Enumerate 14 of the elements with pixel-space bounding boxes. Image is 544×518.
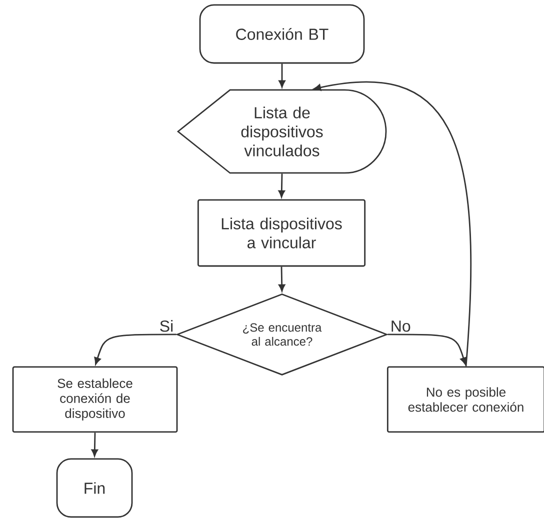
edge-label: No [392,320,410,332]
process-box: Se establece conexión de dispositivo [12,366,178,433]
arrow [91,432,98,457]
terminator-box: Conexión BT [199,4,365,64]
arrow [278,266,286,292]
arrow [388,334,467,365]
arrow [278,64,286,88]
terminator-box: Fin [56,458,133,518]
arrow [314,82,472,366]
process-box: No es posible establecer conexión [386,366,544,433]
process-box: Lista dispositivos a vincular [197,199,366,267]
edge-label: Si [160,320,173,332]
arrow [278,174,286,198]
arrow [94,334,176,365]
